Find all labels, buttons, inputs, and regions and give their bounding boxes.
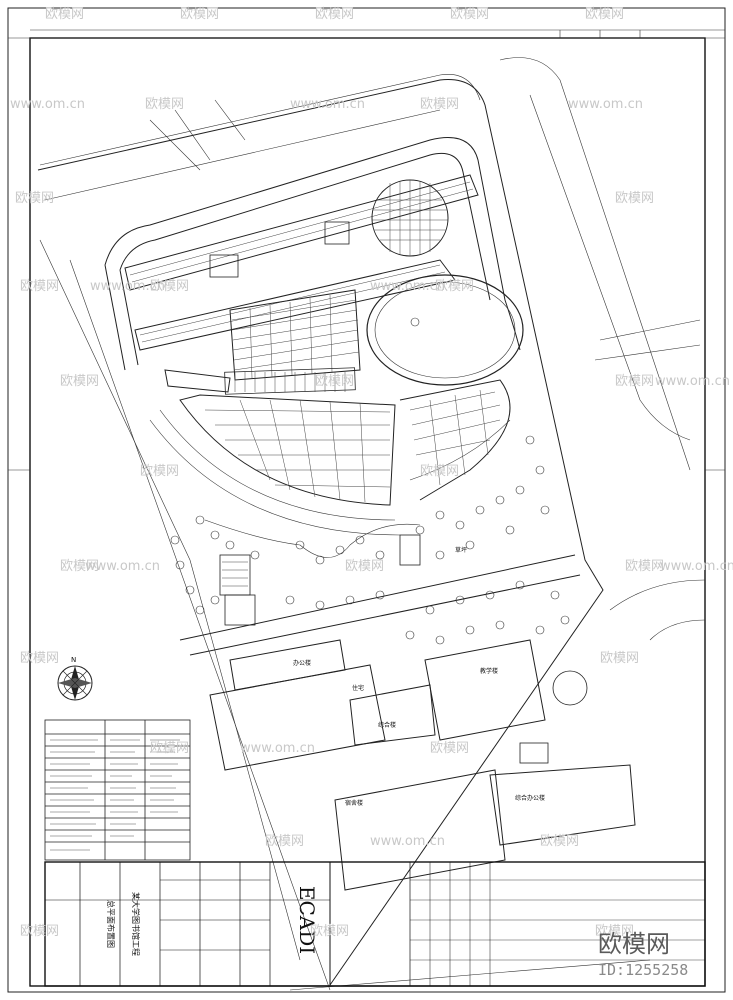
svg-text:欧模网: 欧模网 [625,559,664,574]
svg-text:欧模网: 欧模网 [150,279,189,294]
building-label-c: 综合楼 [378,721,396,729]
svg-text:欧模网: 欧模网 [265,834,304,849]
svg-text:欧模网: 欧模网 [140,464,179,479]
street-lines [39,57,706,991]
svg-text:欧模网: 欧模网 [420,97,459,112]
svg-text:欧模网: 欧模网 [450,7,489,22]
east-curved-wing [399,379,511,501]
svg-text:www.om.cn: www.om.cn [370,279,445,294]
building-label-f: 综合办公楼 [515,794,545,802]
table-scribbles [50,739,180,851]
technical-data-table [44,719,191,861]
svg-text:欧模网: 欧模网 [20,279,59,294]
svg-text:www.om.cn: www.om.cn [660,559,733,574]
north-arrow-icon: N [57,656,93,701]
outer-border [7,7,726,993]
pavilion [219,554,251,596]
watermark-id: ID:1255258 [598,961,688,979]
svg-text:欧模网: 欧模网 [615,374,654,389]
svg-text:欧模网: 欧模网 [45,7,84,22]
svg-text:www.om.cn: www.om.cn [10,97,85,112]
north-label: N [71,656,76,664]
entrance-canopy [164,369,231,393]
svg-text:www.om.cn: www.om.cn [370,834,445,849]
title-block-logo: ECADI [295,886,319,954]
trees [170,435,570,645]
building-label-a: 办公楼 [293,659,311,667]
building-label-b: 住宅 [352,684,364,692]
svg-text:欧模网: 欧模网 [60,374,99,389]
svg-text:欧模网: 欧模网 [20,924,59,939]
svg-text:www.om.cn: www.om.cn [240,741,315,756]
svg-text:欧模网: 欧模网 [60,559,99,574]
svg-text:欧模网: 欧模网 [15,191,54,206]
existing-buildings [209,639,636,891]
svg-text:欧模网: 欧模网 [315,7,354,22]
site-boundary [37,79,604,986]
svg-text:欧模网: 欧模网 [310,924,349,939]
svg-text:欧模网: 欧模网 [585,7,624,22]
north-building [124,174,479,351]
svg-text:www.om.cn: www.om.cn [90,279,165,294]
watermark-pattern: 欧模网 欧模网 欧模网 欧模网 欧模网 欧模网 欧模网 欧模网 欧模网 欧模网 … [10,7,733,939]
svg-text:欧模网: 欧模网 [595,924,634,939]
lawn-label: 草坪 [455,546,467,554]
project-name: 某大学图书馆工程 [131,892,141,956]
svg-text:欧模网: 欧模网 [420,464,459,479]
svg-text:欧模网: 欧模网 [145,97,184,112]
fan-shaped-hall [149,367,401,536]
auditorium-oval [366,274,524,386]
round-hall-grid [372,180,448,256]
svg-text:欧模网: 欧模网 [600,651,639,666]
svg-text:欧模网: 欧模网 [540,834,579,849]
svg-text:欧模网: 欧模网 [430,741,469,756]
svg-text:www.om.cn: www.om.cn [290,97,365,112]
svg-text:欧模网: 欧模网 [435,279,474,294]
building-label-e: 宿舍楼 [345,799,363,807]
svg-text:www.om.cn: www.om.cn [655,374,730,389]
svg-text:www.om.cn: www.om.cn [85,559,160,574]
svg-text:欧模网: 欧模网 [180,7,219,22]
svg-text:欧模网: 欧模网 [315,374,354,389]
svg-text:欧模网: 欧模网 [150,741,189,756]
watermark-brand-large: 欧模网 [598,930,670,958]
main-library-block [229,289,361,381]
building-label-d: 教学楼 [480,667,498,675]
garden-path [204,519,421,558]
svg-text:欧模网: 欧模网 [345,559,384,574]
site-road [104,137,521,351]
svg-text:欧模网: 欧模网 [615,191,654,206]
title-block [44,861,706,987]
svg-text:欧模网: 欧模网 [20,651,59,666]
svg-text:www.om.cn: www.om.cn [568,97,643,112]
sheet-title: 总平面布置图 [106,900,116,948]
